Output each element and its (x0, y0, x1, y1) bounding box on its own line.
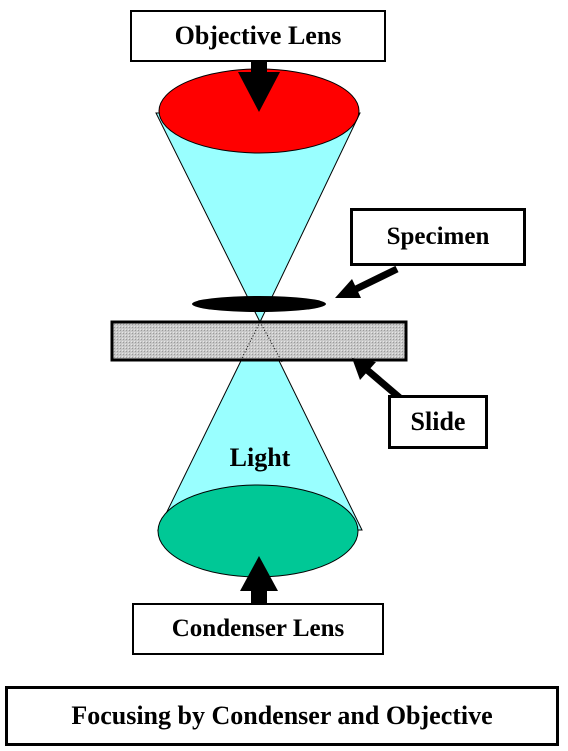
condenser-arrow (240, 556, 278, 604)
specimen-label: Specimen (350, 208, 526, 266)
slide-label: Slide (388, 395, 488, 449)
specimen (192, 296, 326, 312)
slide-arrow (352, 358, 403, 401)
diagram-caption: Focusing by Condenser and Objective (5, 686, 559, 746)
slide (110, 320, 408, 362)
objective-arrow (238, 62, 280, 112)
specimen-arrow (335, 265, 399, 298)
objective-lens-label: Objective Lens (130, 10, 386, 62)
light-label: Light (229, 443, 291, 472)
condenser-lens-label: Condenser Lens (132, 603, 384, 655)
